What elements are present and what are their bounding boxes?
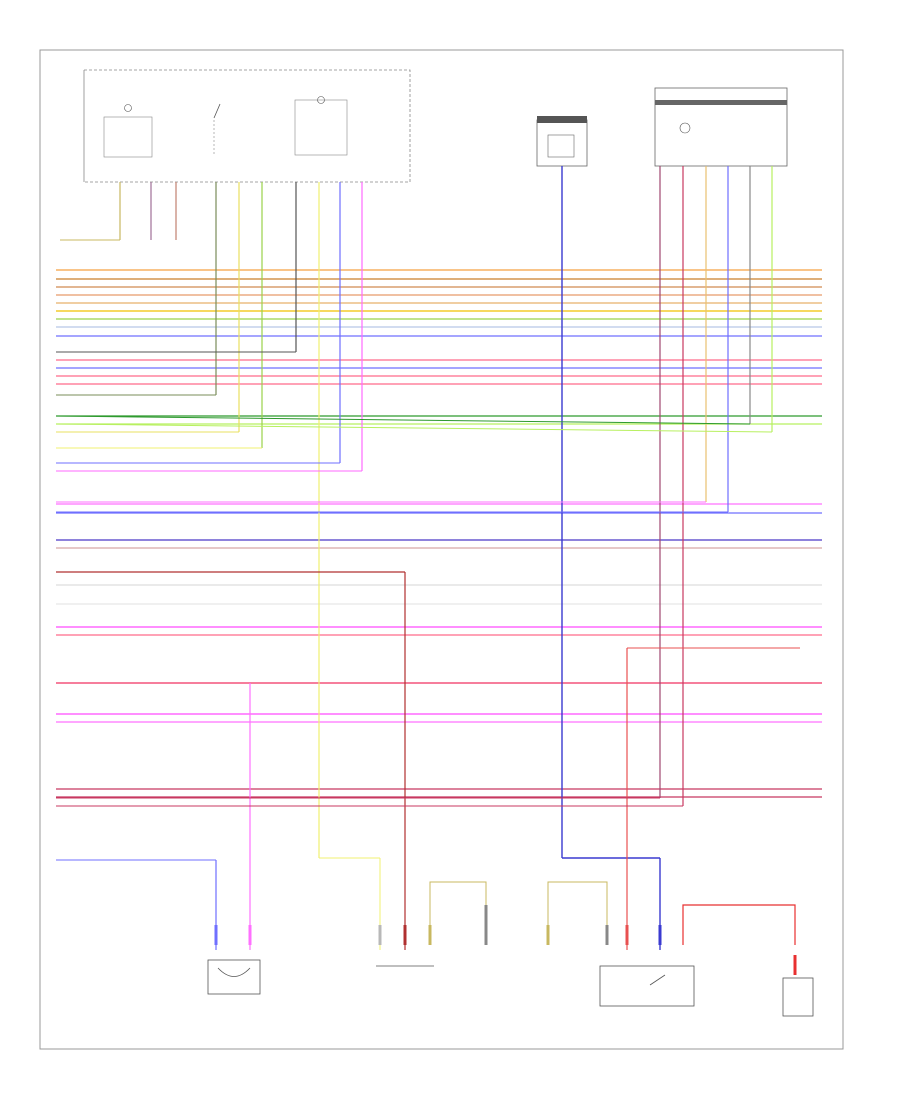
vertical-risers [55,166,800,950]
indicator-lamp-left [103,104,153,158]
instrument-cluster-module-outline [84,69,411,183]
fuse-relay-box [536,116,588,167]
relay-module-bottom [599,925,695,1007]
diagram-frame [39,49,844,1050]
control-module-top-right [654,87,788,167]
wire-harness [56,269,822,798]
sensor-connector-bottom-left [207,925,261,995]
starter-motor [682,904,814,1017]
temperature-sensor-connector [376,881,487,967]
ignition-coil-connector-2 [546,881,609,945]
indicator-lamp-right [294,96,348,156]
fuel-gauge-switch [213,103,221,155]
